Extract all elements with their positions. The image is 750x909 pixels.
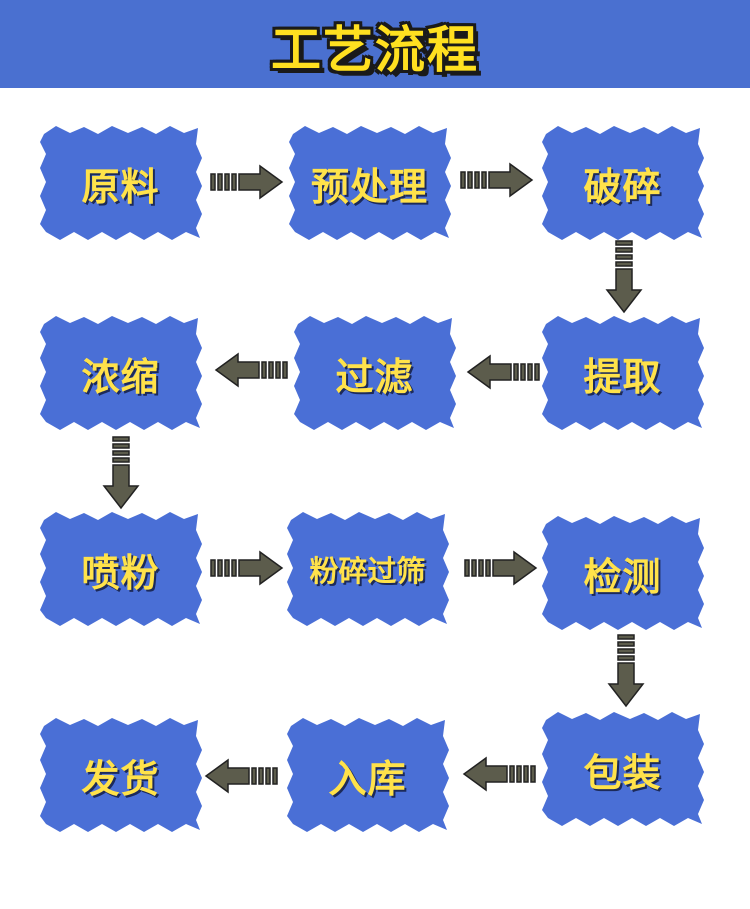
- step-label: 原料: [81, 164, 160, 209]
- page-title: 工艺流程: [271, 21, 479, 79]
- arrow-left-icon: [214, 352, 288, 388]
- brush-shape: [542, 126, 704, 240]
- arrow-down-icon: [607, 634, 645, 708]
- step-node-4: 提取: [540, 314, 705, 432]
- step-node-2: 预处理: [287, 124, 452, 242]
- step-label: 检测: [583, 554, 662, 599]
- step-label: 入库: [328, 756, 407, 801]
- step-node-5: 过滤: [292, 314, 457, 432]
- arrow-right-icon: [210, 550, 284, 586]
- step-label: 预处理: [310, 164, 428, 209]
- brush-shape: [40, 126, 202, 240]
- step-node-11: 入库: [285, 716, 450, 834]
- brush-shape: [40, 718, 202, 832]
- step-node-1: 原料: [38, 124, 203, 242]
- step-node-8: 粉碎过筛: [285, 510, 450, 628]
- brush-shape: [287, 718, 449, 832]
- arrow-left-icon: [204, 758, 278, 794]
- arrow-left-icon: [466, 354, 540, 390]
- step-node-3: 破碎: [540, 124, 705, 242]
- brush-shape: [40, 512, 202, 626]
- brush-shape: [542, 516, 704, 630]
- step-label: 喷粉: [81, 550, 160, 595]
- step-label: 发货: [81, 756, 160, 801]
- arrow-right-icon: [210, 164, 284, 200]
- arrow-down-icon: [605, 240, 643, 314]
- step-node-10: 包装: [540, 710, 705, 828]
- step-node-9: 检测: [540, 514, 705, 632]
- brush-shape: [40, 316, 202, 430]
- arrow-right-icon: [464, 550, 538, 586]
- brush-shape: [294, 316, 456, 430]
- step-label: 浓缩: [81, 354, 160, 399]
- step-label: 包装: [583, 750, 662, 795]
- brush-shape: [542, 316, 704, 430]
- arrow-right-icon: [460, 162, 534, 198]
- brush-shape: [289, 126, 451, 240]
- brush-shape: [287, 512, 449, 626]
- step-node-7: 喷粉: [38, 510, 203, 628]
- step-node-6: 浓缩: [38, 314, 203, 432]
- arrow-left-icon: [462, 756, 536, 792]
- step-label: 破碎: [583, 164, 662, 209]
- step-label: 粉碎过筛: [309, 554, 426, 588]
- title-banner: 工艺流程: [0, 0, 750, 88]
- arrow-down-icon: [102, 436, 140, 510]
- step-node-12: 发货: [38, 716, 203, 834]
- step-label: 提取: [583, 354, 662, 399]
- step-label: 过滤: [335, 354, 414, 399]
- brush-shape: [542, 712, 704, 826]
